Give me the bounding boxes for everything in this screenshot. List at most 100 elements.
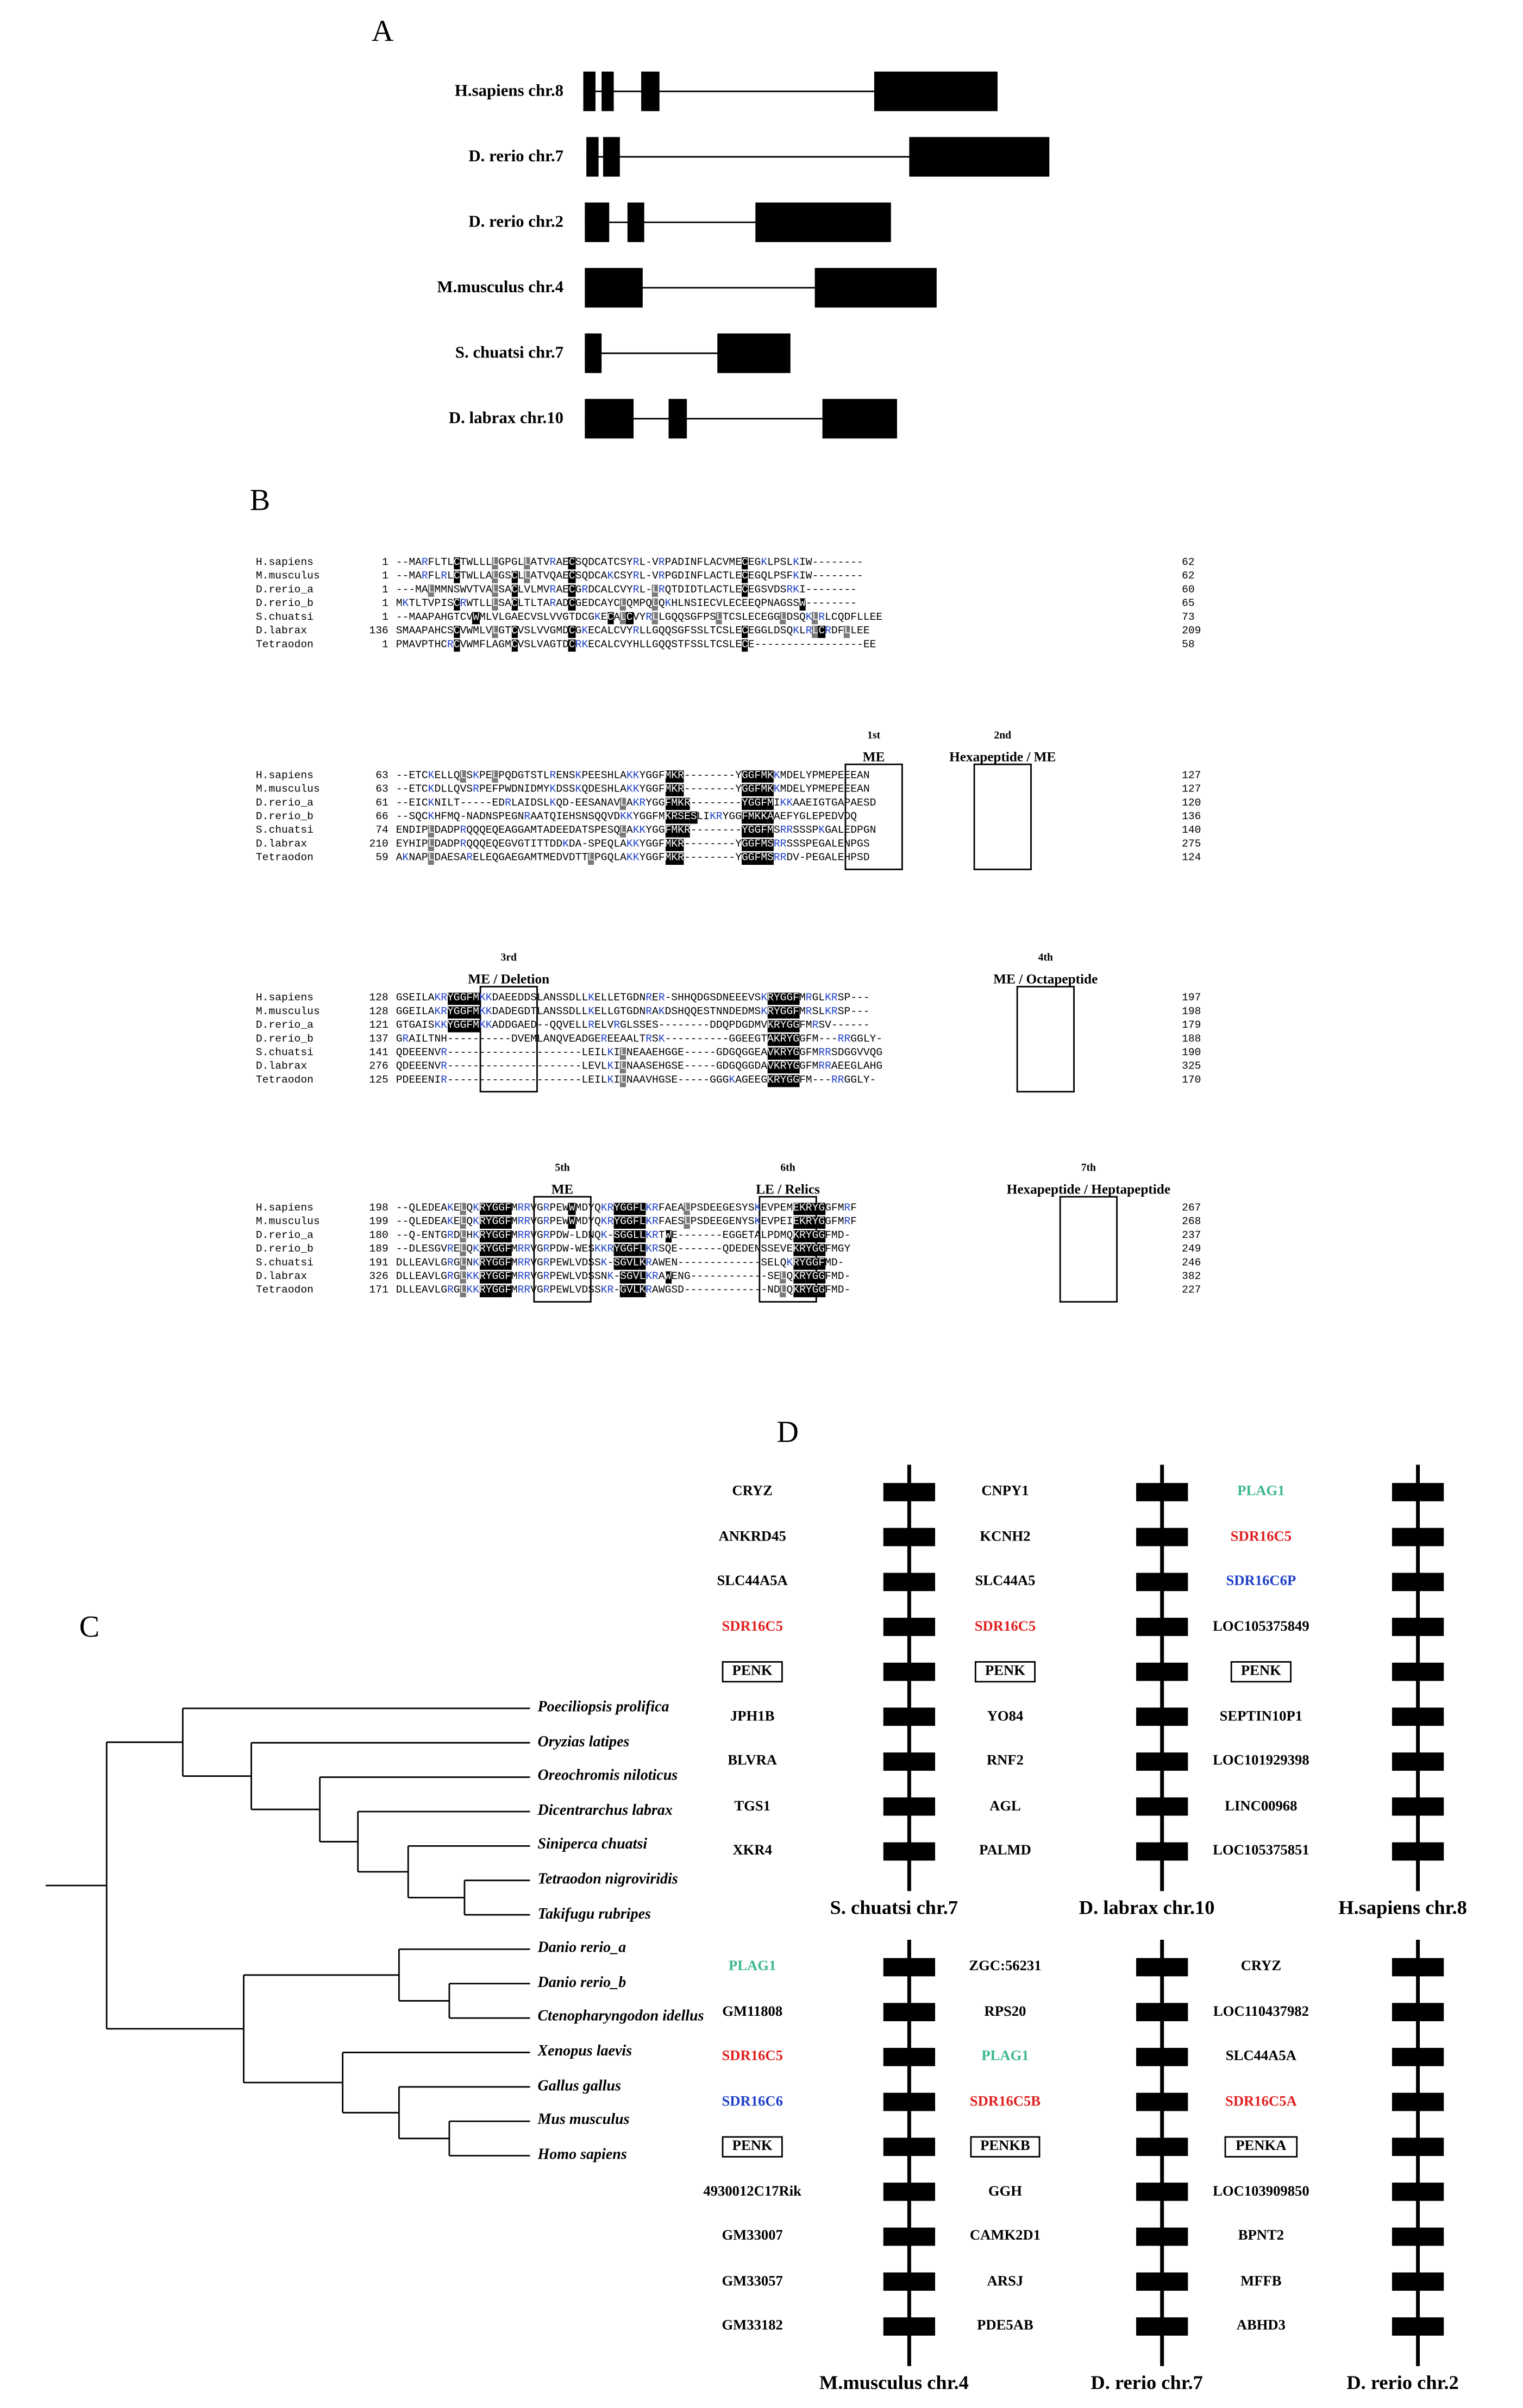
gene-name: LOC110437982 (1213, 2004, 1309, 2020)
alignment-sequence: --MARFLRLCTWLLALGSCLLATVQAECSQDCAKCSYRL-… (396, 571, 863, 583)
gene-name: BLVRA (728, 1754, 778, 1770)
gene-block (883, 1752, 936, 1771)
alignment-sequence: --EICKNILT-----EDRLAIDSLKQD-EESANAVLAKRY… (396, 797, 876, 810)
alignment-start: 191 (369, 1258, 388, 1270)
alignment-sequence: --SQCKHFMQ-NADNSPEGNRAATQIEHSNSQQVDKKYGG… (396, 811, 857, 824)
gene-label: SDR16C5 (922, 1618, 1089, 1636)
gene-block (1136, 2272, 1188, 2291)
alignment-species: D.rerio_a (255, 584, 314, 597)
alignment-species: D.rerio_b (255, 811, 314, 824)
alignment-species: H.sapiens (255, 770, 314, 783)
alignment-species: D.labrax (255, 1061, 308, 1074)
gene-block (1136, 1662, 1188, 1681)
locus-label: D. labrax chr.10 (1079, 1895, 1215, 1919)
exon-box (601, 71, 614, 111)
gene-label: BPNT2 (1177, 2228, 1345, 2246)
gene-name: LINC00968 (1225, 1799, 1298, 1814)
gene-label: GM33182 (669, 2317, 836, 2336)
alignment-sequence: --QLEDEAKELQKRYGGFMRRVGRPEWWMDYQKRYGGFLK… (396, 1203, 857, 1215)
gene-label: SDR16C5 (669, 2048, 836, 2066)
exon-box (755, 202, 891, 242)
tree-taxon: Dicentrarchus labrax (537, 1802, 673, 1820)
gene-block (1392, 2317, 1444, 2336)
gene-name: KCNH2 (980, 1529, 1031, 1545)
gene-label: CAMK2D1 (922, 2228, 1089, 2246)
gene-label: SLC44A5A (1177, 2048, 1345, 2066)
exon-box (814, 268, 937, 308)
alignment-start: 125 (369, 1074, 388, 1087)
alignment-sequence: --ETCKDLLQVSRPEFPWDNIDMYKDSSKQDESHLAKKYG… (396, 784, 870, 796)
gene-block (883, 2092, 936, 2111)
alignment-end: 267 (1182, 1203, 1201, 1215)
gene-name: PENK (722, 1661, 784, 1683)
gene-label: SDR16C6P (1177, 1573, 1345, 1591)
tree-taxon: Poeciliopsis prolifica (537, 1699, 669, 1716)
gene-block (883, 2183, 936, 2201)
gene-name: PENK (722, 2136, 784, 2158)
alignment-end: 382 (1182, 1271, 1201, 1284)
alignment-end: 249 (1182, 1244, 1201, 1256)
alignment-end: 62 (1182, 571, 1195, 583)
alignment-end: 60 (1182, 584, 1195, 597)
alignment-sequence: QDEEENVR---------------------LEILKILNEAA… (396, 1047, 883, 1060)
alignment-species: D.rerio_b (255, 1244, 314, 1256)
alignment-start: 141 (369, 1047, 388, 1060)
gene-label: YO84 (922, 1708, 1089, 1726)
gene-name: PLAG1 (1237, 1484, 1285, 1500)
gene-name: SDR16C5B (969, 2094, 1041, 2110)
alignment-species: Tetraodon (255, 639, 314, 652)
exon-box (641, 71, 660, 111)
motif-ordinal: 6th (780, 1161, 795, 1174)
motif-name: ME / Octapeptide (993, 971, 1098, 987)
gene-name: PALMD (979, 1844, 1031, 1859)
alignment-end: 140 (1182, 825, 1201, 838)
gene-name: SDR16C6 (722, 2094, 783, 2110)
gene-block (1392, 2137, 1444, 2156)
alignment-start: 189 (369, 1244, 388, 1256)
gene-name: CAMK2D1 (969, 2229, 1041, 2244)
alignment-species: M.musculus (255, 1006, 320, 1019)
alignment-sequence: ENDIPLDADPRQQQEQEAGGAMTADEEDATSPESQLAKKY… (396, 825, 876, 838)
alignment-species: Tetraodon (255, 1285, 314, 1298)
alignment-species: D.labrax (255, 839, 308, 851)
alignment-start: 137 (369, 1034, 388, 1046)
gene-block (1392, 1483, 1444, 1501)
exon-box (583, 71, 596, 111)
gene-label: LOC105375851 (1177, 1843, 1345, 1861)
alignment-species: S.chuatsi (255, 1258, 314, 1270)
gene-label: PLAG1 (669, 1958, 836, 1977)
panel-label-c: C (79, 1611, 100, 1645)
gene-name: MFFB (1240, 2274, 1282, 2290)
gene-label: LOC105375849 (1177, 1618, 1345, 1636)
gene-label: PENK (669, 2136, 836, 2158)
gene-block (1392, 2048, 1444, 2066)
gene-label: AGL (922, 1797, 1089, 1816)
gene-name: SDR16C5A (1225, 2094, 1297, 2110)
gene-label: PALMD (922, 1843, 1089, 1861)
gene-name: CNPY1 (981, 1484, 1029, 1500)
gene-name: SLC44A5A (1225, 2049, 1296, 2065)
gene-block (1136, 1618, 1188, 1636)
alignment-start: 128 (369, 992, 388, 1005)
alignment-species: M.musculus (255, 571, 320, 583)
gene-block (1136, 1483, 1188, 1501)
exon-box (585, 268, 643, 308)
gene-structure-label: D. rerio chr.7 (468, 147, 564, 166)
gene-label: JPH1B (669, 1708, 836, 1726)
alignment-sequence: DLLEAVLGRGLKKRYGGFMRRVGRPEWLVDSSNK-SGVLK… (396, 1271, 851, 1284)
gene-label: GGH (922, 2183, 1089, 2201)
gene-name: SDR16C5 (1230, 1529, 1292, 1545)
gene-label: CRYZ (1177, 1958, 1345, 1977)
gene-block (883, 2227, 936, 2246)
panel-a-svg (583, 71, 1050, 439)
alignment-end: 65 (1182, 598, 1195, 611)
alignment-start: 210 (369, 839, 388, 851)
alignment-start: 63 (375, 784, 388, 796)
gene-name: PLAG1 (729, 1959, 776, 1975)
gene-block (1136, 1797, 1188, 1816)
alignment-start: 1 (381, 639, 388, 652)
gene-name: SLC44A5A (717, 1574, 788, 1590)
gene-name: GM33182 (722, 2318, 783, 2334)
